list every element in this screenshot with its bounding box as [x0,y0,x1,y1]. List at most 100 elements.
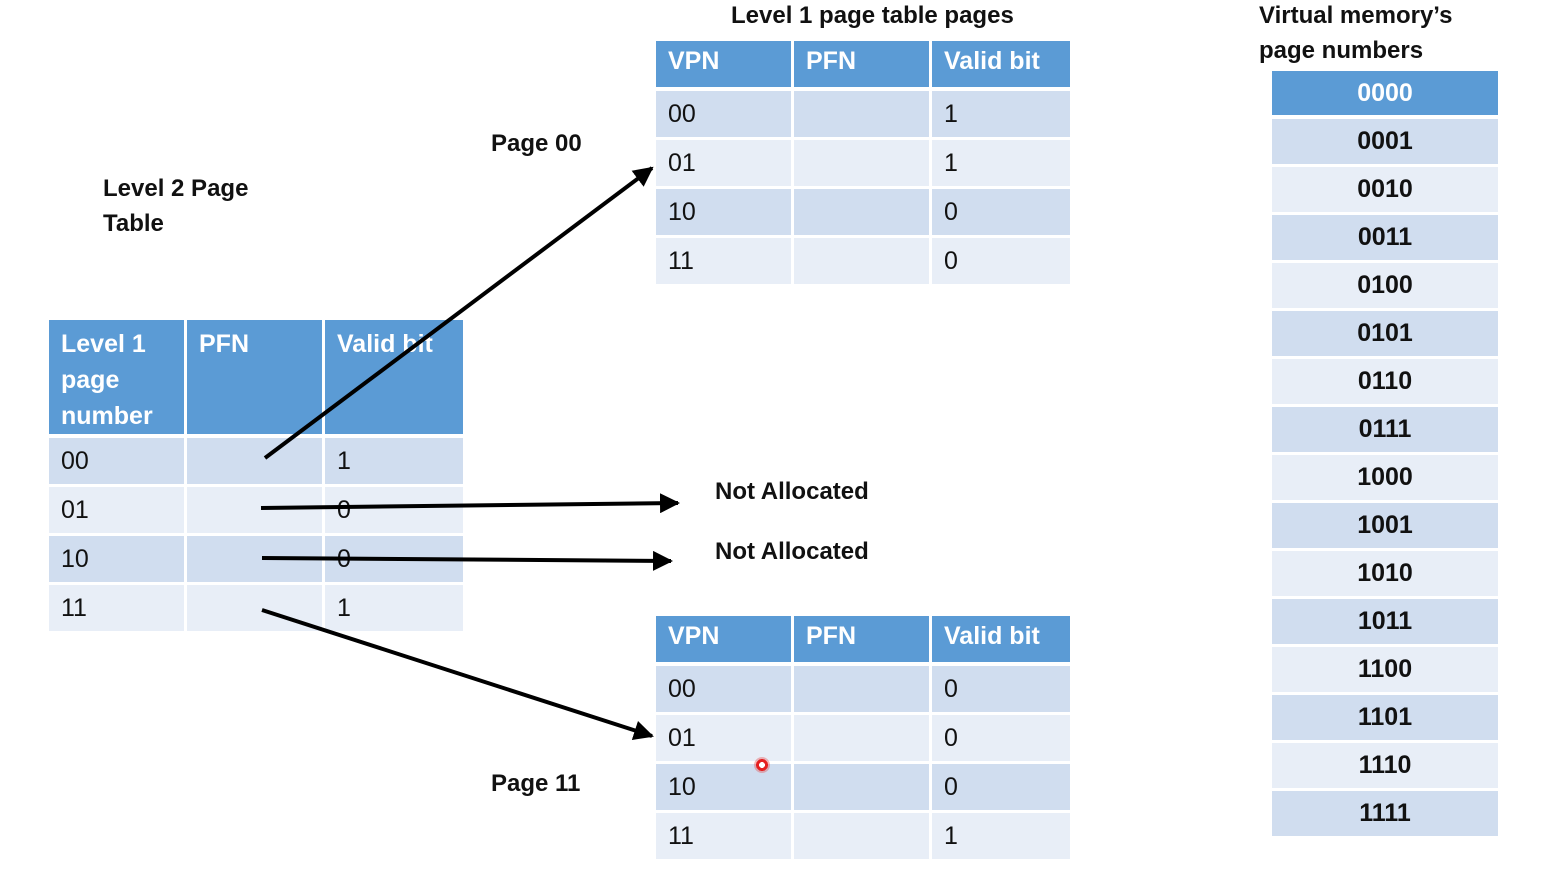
vm-page: 1000 [1272,455,1498,503]
level2-title-line1: Level 2 Page [103,175,249,202]
page11-vpn: 10 [656,764,794,813]
level2-page: 01 [49,487,187,536]
vm-page: 1100 [1272,647,1498,695]
table-row: 01 1 [656,140,1070,189]
vm-page: 0100 [1272,263,1498,311]
list-item: 1010 [1272,551,1498,599]
page11-pfn [794,813,932,862]
page-00-table: VPN PFN Valid bit 00 1 01 1 10 0 11 0 [656,41,1070,287]
vm-page: 1111 [1272,791,1498,839]
level2-title: Level 2 Page Table [103,171,248,241]
page00-valid: 0 [932,238,1070,287]
vm-page: 0110 [1272,359,1498,407]
vm-page: 0001 [1272,119,1498,167]
vm-page: 0010 [1272,167,1498,215]
page11-valid: 1 [932,813,1070,862]
page00-pfn [794,189,932,238]
list-item: 0111 [1272,407,1498,455]
list-item: 1111 [1272,791,1498,839]
page11-pfn [794,666,932,715]
page11-valid: 0 [932,715,1070,764]
vm-page: 0101 [1272,311,1498,359]
page00-pfn [794,140,932,189]
level2-valid: 0 [325,536,463,585]
page00-valid: 1 [932,140,1070,189]
vm-page-numbers-table: 0000 0001 0010 0011 0100 0101 0110 0111 … [1272,71,1498,839]
table-row: 10 0 [656,764,1070,813]
level2-title-line2: Table [103,210,164,237]
table-row: 00 0 [656,666,1070,715]
list-item: 0001 [1272,119,1498,167]
page11-vpn: 00 [656,666,794,715]
page11-pfn [794,764,932,813]
table-row: 11 0 [656,238,1070,287]
list-item: 1101 [1272,695,1498,743]
page00-vpn: 11 [656,238,794,287]
list-item: 0101 [1272,311,1498,359]
level2-pfn [187,487,325,536]
vm-page: 1011 [1272,599,1498,647]
vm-page: 1110 [1272,743,1498,791]
page-11-label: Page 11 [491,770,581,797]
table-row: 00 1 [656,91,1070,140]
list-item: 1011 [1272,599,1498,647]
vm-page: 0011 [1272,215,1498,263]
page00-valid: 0 [932,189,1070,238]
page-00-label: Page 00 [491,130,582,157]
page00-vpn: 01 [656,140,794,189]
list-item: 0011 [1272,215,1498,263]
page00-header-valid: Valid bit [932,41,1070,91]
list-item: 0000 [1272,71,1498,119]
cursor-pointer-icon [754,757,770,773]
list-item: 1001 [1272,503,1498,551]
page11-vpn: 11 [656,813,794,862]
page11-vpn: 01 [656,715,794,764]
list-item: 0100 [1272,263,1498,311]
level2-pfn [187,585,325,634]
list-item: 1110 [1272,743,1498,791]
page11-valid: 0 [932,764,1070,813]
page00-vpn: 00 [656,91,794,140]
level2-valid: 1 [325,585,463,634]
page00-header-vpn: VPN [656,41,794,91]
level2-header-valid: Valid bit [325,320,463,438]
page11-header-valid: Valid bit [932,616,1070,666]
table-row: 01 0 [656,715,1070,764]
level2-page: 00 [49,438,187,487]
not-allocated-label-2: Not Allocated [715,538,869,565]
page11-header-vpn: VPN [656,616,794,666]
table-row: 00 1 [49,438,463,487]
vm-page: 1101 [1272,695,1498,743]
vm-title-line1: Virtual memory’s [1259,2,1453,29]
table-row: 11 1 [656,813,1070,862]
vm-page-header: 0000 [1272,71,1498,119]
vm-title-line2: page numbers [1259,37,1424,64]
page00-header-pfn: PFN [794,41,932,91]
table-row: 11 1 [49,585,463,634]
table-row: 01 0 [49,487,463,536]
vm-page: 1001 [1272,503,1498,551]
page-11-table: VPN PFN Valid bit 00 0 01 0 10 0 11 1 [656,616,1070,862]
page00-vpn: 10 [656,189,794,238]
level2-pfn [187,536,325,585]
page00-pfn [794,91,932,140]
level2-page: 10 [49,536,187,585]
table-row: 10 0 [49,536,463,585]
page11-header-pfn: PFN [794,616,932,666]
level2-pfn [187,438,325,487]
page00-valid: 1 [932,91,1070,140]
page00-pfn [794,238,932,287]
vm-page: 0111 [1272,407,1498,455]
table-row: 10 0 [656,189,1070,238]
page11-pfn [794,715,932,764]
level2-valid: 1 [325,438,463,487]
list-item: 0010 [1272,167,1498,215]
level2-valid: 0 [325,487,463,536]
not-allocated-label-1: Not Allocated [715,478,869,505]
vm-title: Virtual memory’s page numbers [1259,0,1452,68]
vm-page: 1010 [1272,551,1498,599]
level2-page-table: Level 1 page number PFN Valid bit 00 1 0… [49,320,463,634]
list-item: 1100 [1272,647,1498,695]
level1-pages-title: Level 1 page table pages [731,2,1014,29]
level2-header-page-number: Level 1 page number [49,320,187,438]
